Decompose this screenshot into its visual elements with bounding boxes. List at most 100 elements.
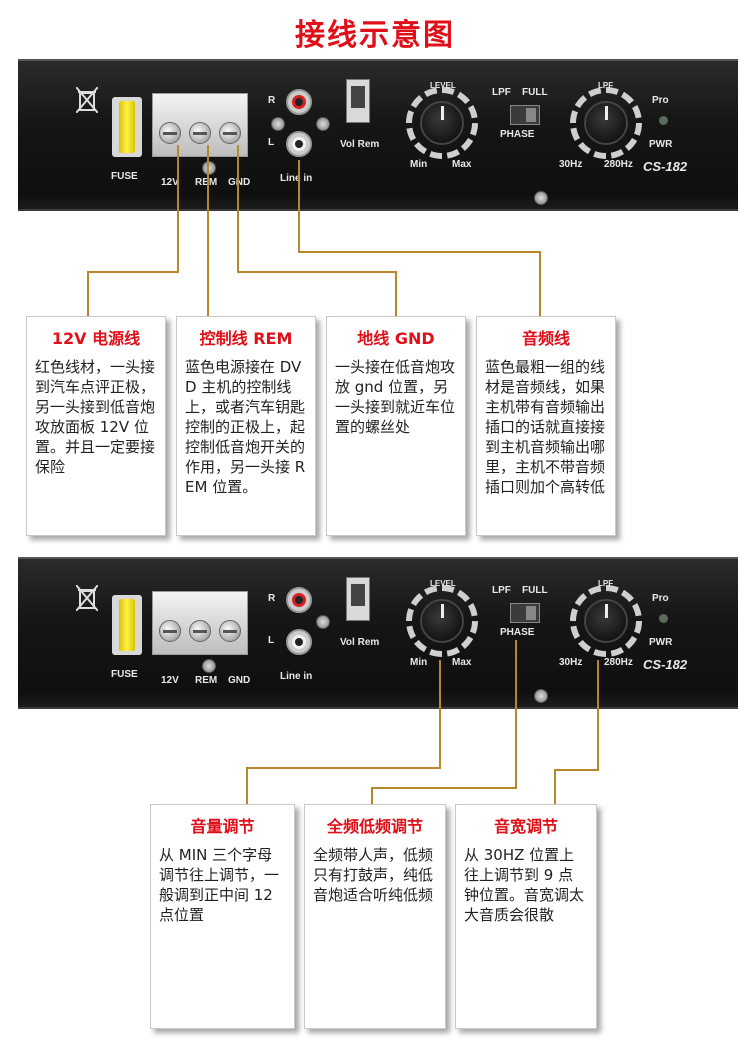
- mounting-bolt-icon: [202, 659, 216, 673]
- level-knob: [406, 87, 478, 159]
- lpf-full-switch: [510, 105, 540, 125]
- rca-l-label: L: [268, 635, 275, 646]
- model-label: CS-182: [643, 159, 688, 174]
- level-max-label: Max: [452, 159, 472, 170]
- connector-line-volume: [246, 660, 441, 804]
- power-led-icon: [659, 116, 668, 125]
- callout-title: 音频线: [521, 329, 570, 348]
- callout-full-low-freq: 全频低频调节 全频带人声，低频只有打鼓声，纯低音炮适合听纯低频: [304, 804, 446, 1029]
- callout-title: 地线 GND: [357, 329, 435, 348]
- recycle-bin-icon: [76, 585, 98, 611]
- page-title: 接线示意图: [295, 18, 455, 53]
- level-arc-label: LEVEL: [430, 579, 456, 588]
- lpf-knob: [570, 585, 642, 657]
- fuse-holder: [112, 97, 142, 157]
- amplifier-panel-top: FUSE 12V REM GND R L Line in Vol Rem LEV…: [18, 59, 738, 211]
- level-knob: [406, 585, 478, 657]
- callout-title: 控制线 REM: [199, 329, 293, 348]
- callout-title: 全频低频调节: [326, 817, 423, 836]
- fuse-label: FUSE: [111, 669, 138, 680]
- screw-12v-icon: [159, 620, 181, 642]
- terminal-label-12v: 12V: [161, 177, 179, 188]
- screw-12v-icon: [159, 122, 181, 144]
- vol-rem-label: Vol Rem: [340, 637, 380, 648]
- fuse-icon: [119, 101, 135, 153]
- line-in-label: Line in: [280, 671, 313, 682]
- rca-l-label: L: [268, 137, 275, 148]
- vol-rem-label: Vol Rem: [340, 139, 380, 150]
- mounting-bolt-icon: [534, 689, 548, 703]
- callout-gnd-ground: 地线 GND 一头接在低音炮攻放 gnd 位置，另一头接到就近车位置的螺丝处: [326, 316, 466, 536]
- pwr-label: PWR: [649, 139, 673, 150]
- lpf-label: LPF: [492, 585, 511, 596]
- power-led-icon: [659, 614, 668, 623]
- callout-title: 12V 电源线: [51, 329, 141, 348]
- rca-bolt-left-icon: [271, 117, 285, 131]
- rca-r-label: R: [268, 95, 276, 106]
- callout-body: 红色线材，一头接到汽车点评正极，另一头接到低音炮攻放面板 12V 位置。并且一定…: [35, 358, 156, 476]
- amplifier-panel-bottom: FUSE 12V REM GND R L Line in Vol Rem LEV…: [18, 557, 738, 709]
- lpf-knob: [570, 87, 642, 159]
- callout-body: 全频带人声，低频只有打鼓声，纯低音炮适合听纯低频: [313, 846, 434, 904]
- level-min-label: Min: [410, 657, 428, 668]
- terminal-label-12v: 12V: [161, 675, 179, 686]
- pro-label: Pro: [652, 95, 669, 106]
- rca-bolt-right-icon: [316, 117, 330, 131]
- lpf-full-switch: [510, 603, 540, 623]
- screw-rem-icon: [189, 620, 211, 642]
- full-label: FULL: [522, 87, 548, 98]
- pwr-label: PWR: [649, 637, 673, 648]
- pro-label: Pro: [652, 593, 669, 604]
- callout-12v-power: 12V 电源线 红色线材，一头接到汽车点评正极，另一头接到低音炮攻放面板 12V…: [26, 316, 166, 536]
- connector-line-audio: [298, 160, 541, 316]
- remote-volume-jack: [346, 79, 370, 123]
- lpf-arc-label: LPF: [598, 579, 614, 588]
- freq-high-label: 280Hz: [604, 657, 633, 668]
- screw-gnd-icon: [219, 122, 241, 144]
- connector-line-gnd: [237, 145, 397, 316]
- connector-line-bandwidth: [554, 660, 599, 804]
- rca-right-jack: [286, 89, 312, 115]
- rca-right-jack: [286, 587, 312, 613]
- rca-left-jack: [286, 629, 312, 655]
- callout-body: 一头接在低音炮攻放 gnd 位置，另一头接到就近车位置的螺丝处: [335, 358, 456, 436]
- callout-body: 蓝色最粗一组的线材是音频线，如果主机带有音频输出插口的话就直接接到主机音频输出哪…: [485, 358, 606, 496]
- callout-audio-cable: 音频线 蓝色最粗一组的线材是音频线，如果主机带有音频输出插口的话就直接接到主机音…: [476, 316, 616, 536]
- power-terminal-block: [152, 93, 248, 157]
- freq-high-label: 280Hz: [604, 159, 633, 170]
- callout-body: 从 MIN 三个字母调节往上调节，一般调到正中间 12 点位置: [159, 846, 280, 924]
- lpf-label: LPF: [492, 87, 511, 98]
- phase-label: PHASE: [500, 627, 535, 638]
- terminal-label-rem: REM: [195, 177, 218, 188]
- phase-label: PHASE: [500, 129, 535, 140]
- terminal-label-rem: REM: [195, 675, 218, 686]
- level-min-label: Min: [410, 159, 428, 170]
- screw-gnd-icon: [219, 620, 241, 642]
- terminal-label-gnd: GND: [228, 675, 251, 686]
- level-max-label: Max: [452, 657, 472, 668]
- freq-low-label: 30Hz: [559, 657, 583, 668]
- terminal-label-gnd: GND: [228, 177, 251, 188]
- rca-bolt-right-icon: [316, 615, 330, 629]
- model-label: CS-182: [643, 657, 688, 672]
- callout-body: 蓝色电源接在 DVD 主机的控制线上，或者汽车钥匙控制的正极上，起控制低音炮开关…: [185, 358, 306, 496]
- mounting-bolt-icon: [534, 191, 548, 205]
- line-in-label: Line in: [280, 173, 313, 184]
- callout-volume: 音量调节 从 MIN 三个字母调节往上调节，一般调到正中间 12 点位置: [150, 804, 295, 1029]
- fuse-icon: [119, 599, 135, 651]
- recycle-bin-icon: [76, 87, 98, 113]
- callout-rem-control: 控制线 REM 蓝色电源接在 DVD 主机的控制线上，或者汽车钥匙控制的正极上，…: [176, 316, 316, 536]
- level-arc-label: LEVEL: [430, 81, 456, 90]
- fuse-label: FUSE: [111, 171, 138, 182]
- callout-title: 音量调节: [190, 817, 255, 836]
- connector-line-12v: [87, 145, 179, 316]
- power-terminal-block: [152, 591, 248, 655]
- lpf-arc-label: LPF: [598, 81, 614, 90]
- screw-rem-icon: [189, 122, 211, 144]
- callout-bandwidth: 音宽调节 从 30HZ 位置上往上调节到 9 点钟位置。音宽调太大音质会很散: [455, 804, 597, 1029]
- callout-title: 音宽调节: [493, 817, 558, 836]
- fuse-holder: [112, 595, 142, 655]
- connector-line-phase: [371, 640, 517, 804]
- rca-r-label: R: [268, 593, 276, 604]
